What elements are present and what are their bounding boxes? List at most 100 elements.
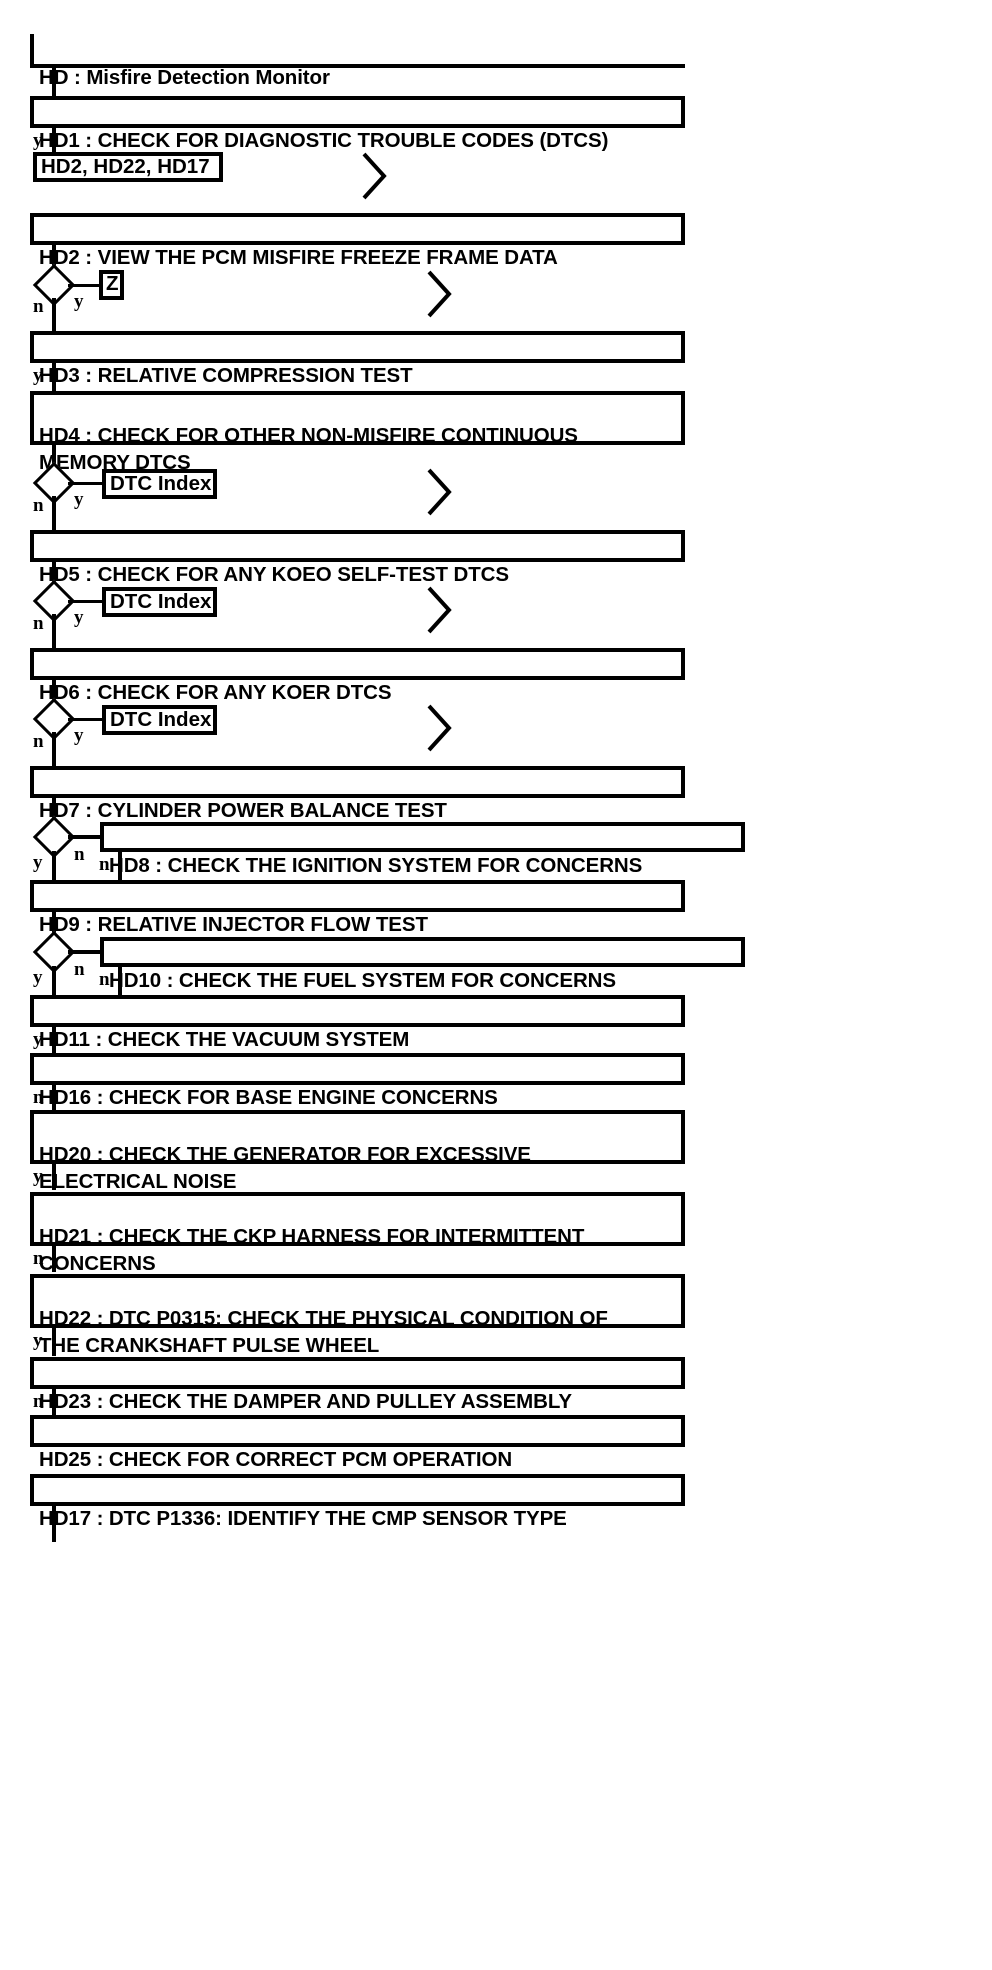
branch-label-hd2-y: y: [74, 291, 84, 312]
edge-hd7-to-decision: [52, 798, 56, 823]
ref-node-hd2-hd22-hd17[interactable]: HD2, HD22, HD17: [33, 152, 223, 182]
branch-label-hd8-n: n: [99, 854, 110, 875]
node-hd9[interactable]: HD9 : RELATIVE INJECTOR FLOW TEST: [30, 880, 685, 936]
edge-hd10-n-down: [118, 967, 122, 995]
continuation-chevron-3: [425, 466, 453, 518]
branch-label-hd3-y: y: [33, 365, 43, 386]
node-hd11-label: HD11 : CHECK THE VACUUM SYSTEM: [39, 1028, 410, 1052]
edge-hd3-to-hd4: [52, 363, 56, 393]
node-hd5-label: HD5 : CHECK FOR ANY KOEO SELF-TEST DTCS: [39, 563, 509, 587]
node-hd23-label: HD23 : CHECK THE DAMPER AND PULLEY ASSEM…: [39, 1390, 572, 1414]
branch-label-hd22-y: y: [33, 1330, 43, 1351]
node-hd2[interactable]: HD2 : VIEW THE PCM MISFIRE FREEZE FRAME …: [30, 213, 685, 269]
edge-hd9-n-to-hd10: [68, 950, 105, 954]
node-hd20[interactable]: HD20 : CHECK THE GENERATOR FOR EXCESSIVE…: [30, 1110, 685, 1193]
node-hd4[interactable]: HD4 : CHECK FOR OTHER NON-MISFIRE CONTIN…: [30, 391, 685, 474]
edge-hd5-n-to-hd6: [52, 614, 56, 648]
edge-hd4-n-to-hd5: [52, 496, 56, 530]
continuation-chevron-2: [425, 268, 453, 320]
node-hd3-label: HD3 : RELATIVE COMPRESSION TEST: [39, 364, 413, 388]
edge-hd16-to-hd20: [52, 1085, 56, 1111]
edge-hd17-down: [52, 1506, 56, 1542]
edge-hd9-y-to-hd11: [52, 966, 56, 995]
node-hd5[interactable]: HD5 : CHECK FOR ANY KOEO SELF-TEST DTCS: [30, 530, 685, 586]
node-hd10[interactable]: HD10 : CHECK THE FUEL SYSTEM FOR CONCERN…: [100, 937, 745, 992]
ref-node-dtc-index-2[interactable]: DTC Index: [102, 587, 217, 617]
edge-hd8-n-down: [118, 852, 122, 880]
node-hd22[interactable]: HD22 : DTC P0315: CHECK THE PHYSICAL CON…: [30, 1274, 685, 1357]
branch-label-hd1-y: y: [33, 130, 43, 151]
node-hd17-label: HD17 : DTC P1336: IDENTIFY THE CMP SENSO…: [39, 1507, 567, 1531]
edge-hd22-to-hd23: [52, 1328, 56, 1356]
branch-label-hd5-n: n: [33, 613, 44, 634]
node-hd1[interactable]: HD1 : CHECK FOR DIAGNOSTIC TROUBLE CODES…: [30, 96, 685, 152]
continuation-chevron-1: [360, 150, 388, 202]
node-hd16[interactable]: HD16 : CHECK FOR BASE ENGINE CONCERNS: [30, 1053, 685, 1109]
node-hd3[interactable]: HD3 : RELATIVE COMPRESSION TEST: [30, 331, 685, 387]
edge-hd6-y-to-dtcindex: [68, 718, 104, 721]
branch-label-hd4-n: n: [33, 495, 44, 516]
node-hd17[interactable]: HD17 : DTC P1336: IDENTIFY THE CMP SENSO…: [30, 1474, 685, 1530]
ref-node-hd2-hd22-hd17-label: HD2, HD22, HD17: [41, 155, 210, 178]
ref-node-dtc-index-1-label: DTC Index: [110, 472, 212, 495]
edge-hd2-to-decision: [52, 245, 56, 271]
branch-label-hd6-n: n: [33, 731, 44, 752]
ref-node-dtc-index-3[interactable]: DTC Index: [102, 705, 217, 735]
branch-label-hd5-y: y: [74, 607, 84, 628]
edge-hd2-y-to-z: [68, 284, 101, 287]
edge-hd7-y-to-hd9: [52, 851, 56, 880]
node-hd1-label: HD1 : CHECK FOR DIAGNOSTIC TROUBLE CODES…: [39, 129, 609, 153]
ref-node-z-label: Z: [106, 272, 119, 295]
branch-label-hd11-y: y: [33, 1029, 43, 1050]
node-hd10-label: HD10 : CHECK THE FUEL SYSTEM FOR CONCERN…: [109, 969, 616, 993]
title-underline: [30, 64, 685, 68]
edge-hd6-n-to-hd7: [52, 732, 56, 766]
node-hd9-label: HD9 : RELATIVE INJECTOR FLOW TEST: [39, 913, 428, 937]
edge-hd4-y-to-dtcindex: [68, 482, 104, 485]
branch-label-hd7-n: n: [74, 844, 85, 865]
node-hd21[interactable]: HD21 : CHECK THE CKP HARNESS FOR INTERMI…: [30, 1192, 685, 1275]
node-hd7[interactable]: HD7 : CYLINDER POWER BALANCE TEST: [30, 766, 685, 822]
node-hd11[interactable]: HD11 : CHECK THE VACUUM SYSTEM: [30, 995, 685, 1051]
title-left-edge: [30, 34, 34, 66]
node-hd8[interactable]: HD8 : CHECK THE IGNITION SYSTEM FOR CONC…: [100, 822, 745, 877]
edge-hd7-n-to-hd8: [68, 835, 105, 839]
edge-title-to-hd1: [52, 66, 56, 98]
edge-hd20-to-hd21: [52, 1164, 56, 1190]
branch-label-hd6-y: y: [74, 725, 84, 746]
node-hd20-label: HD20 : CHECK THE GENERATOR FOR EXCESSIVE…: [39, 1143, 531, 1194]
node-title-label: HD : Misfire Detection Monitor: [39, 66, 330, 90]
edge-hd23-to-hd25: [52, 1389, 56, 1415]
edge-hd4-to-decision: [52, 445, 56, 469]
ref-node-dtc-index-3-label: DTC Index: [110, 708, 212, 731]
branch-label-hd4-y: y: [74, 489, 84, 510]
ref-node-z[interactable]: Z: [99, 270, 124, 300]
node-hd6[interactable]: HD6 : CHECK FOR ANY KOER DTCS: [30, 648, 685, 704]
edge-hd5-to-decision: [52, 562, 56, 586]
branch-label-hd23-n: n: [33, 1391, 44, 1412]
node-hd6-label: HD6 : CHECK FOR ANY KOER DTCS: [39, 681, 392, 705]
ref-node-dtc-index-2-label: DTC Index: [110, 590, 212, 613]
edge-hd5-y-to-dtcindex: [68, 600, 104, 603]
node-hd8-label: HD8 : CHECK THE IGNITION SYSTEM FOR CONC…: [109, 854, 643, 878]
node-hd4-label: HD4 : CHECK FOR OTHER NON-MISFIRE CONTIN…: [39, 424, 578, 475]
node-hd21-label: HD21 : CHECK THE CKP HARNESS FOR INTERMI…: [39, 1225, 585, 1276]
node-hd23[interactable]: HD23 : CHECK THE DAMPER AND PULLEY ASSEM…: [30, 1357, 685, 1413]
edge-hd1-to-ref1: [52, 128, 56, 154]
branch-label-hd9-y: y: [33, 967, 43, 988]
branch-label-hd20-y: y: [33, 1166, 43, 1187]
branch-label-hd16-n: n: [33, 1087, 44, 1108]
edge-hd21-to-hd22: [52, 1246, 56, 1272]
branch-label-hd7-y: y: [33, 852, 43, 873]
node-hd16-label: HD16 : CHECK FOR BASE ENGINE CONCERNS: [39, 1086, 498, 1110]
node-hd25[interactable]: HD25 : CHECK FOR CORRECT PCM OPERATION: [30, 1415, 685, 1471]
continuation-chevron-5: [425, 702, 453, 754]
branch-label-hd10-n: n: [99, 969, 110, 990]
ref-node-dtc-index-1[interactable]: DTC Index: [102, 469, 217, 499]
branch-label-hd2-n: n: [33, 296, 44, 317]
branch-label-hd21-n: n: [33, 1248, 44, 1269]
edge-hd6-to-decision: [52, 680, 56, 704]
edge-hd9-to-decision: [52, 912, 56, 937]
edge-hd11-to-hd16: [52, 1027, 56, 1053]
